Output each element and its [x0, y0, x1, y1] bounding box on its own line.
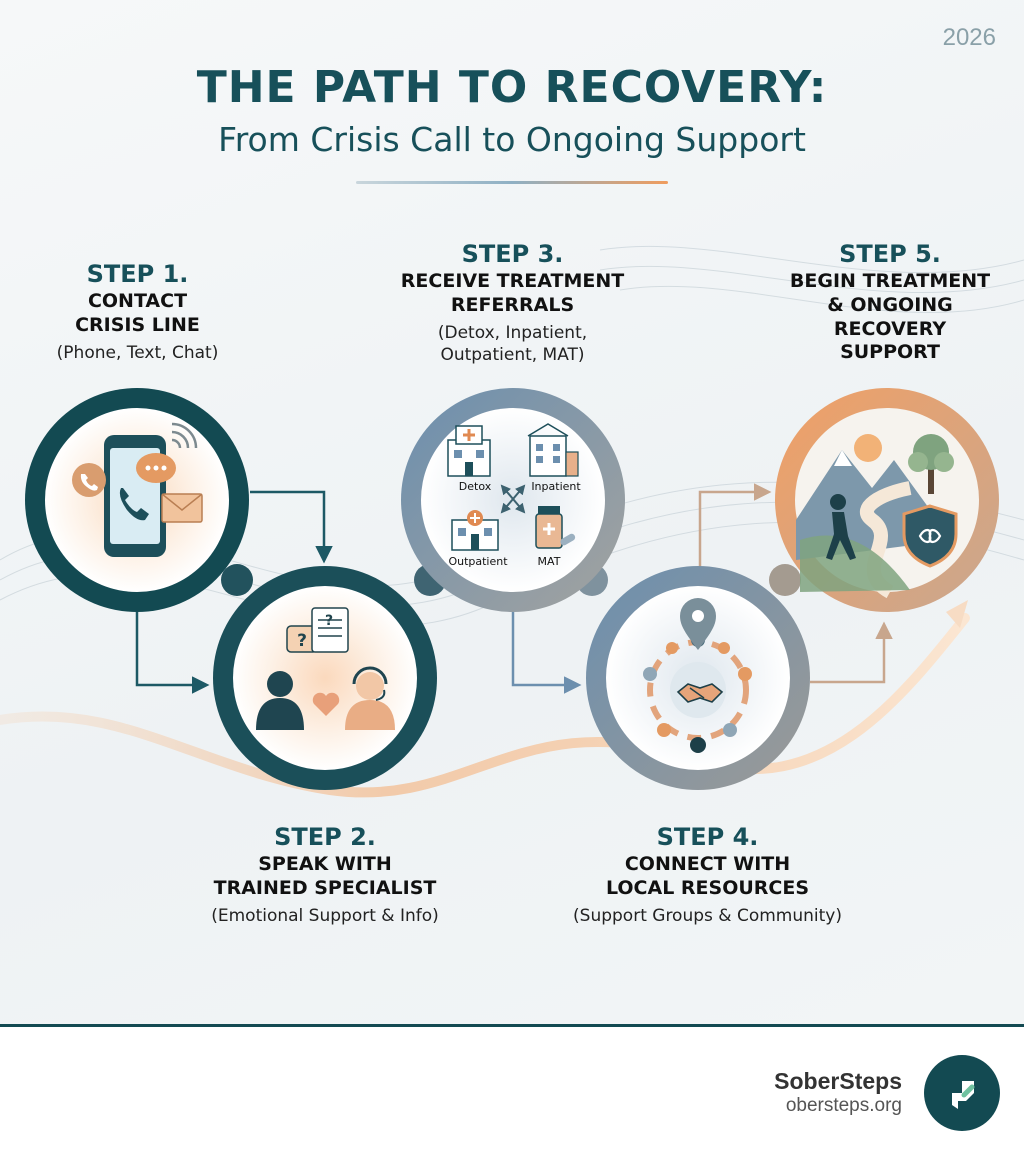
arrow-step1-to-step2-top	[250, 490, 333, 564]
inpatient-label: Inpatient	[531, 480, 581, 493]
person-icon	[256, 671, 304, 730]
step3-description: (Detox, Inpatient, Outpatient, MAT)	[437, 322, 588, 365]
building-icon	[527, 423, 579, 477]
footer	[0, 1027, 1024, 1154]
brand-url: obersteps.org	[785, 1095, 902, 1116]
step3-circle: Detox Inpatient Outpatient MAT	[401, 388, 625, 612]
step3-name: RECEIVE TREATMENT REFERRALS	[400, 270, 625, 316]
step5-number: STEP 5.	[839, 240, 941, 268]
recovery-flow-diagram: ? ?	[0, 245, 1024, 798]
step1-name: CONTACT CRISIS LINE	[75, 290, 200, 336]
document-icon: ?	[311, 607, 349, 653]
step4-text: STEP 4. CONNECT WITH LOCAL RESOURCES (Su…	[555, 823, 860, 927]
medicine-bottle-icon	[535, 506, 576, 549]
step5-circle	[775, 388, 999, 612]
svg-text:?: ?	[297, 631, 307, 651]
step3-number: STEP 3.	[461, 240, 564, 268]
phone-bubble-icon	[72, 463, 106, 497]
detox-label: Detox	[459, 480, 492, 493]
step1-number: STEP 1.	[86, 260, 189, 288]
step1-description: (Phone, Text, Chat)	[56, 342, 219, 363]
step2-name: SPEAK WITH TRAINED SPECIALIST	[213, 853, 437, 899]
step1-circle	[25, 388, 249, 612]
brand-block: SoberSteps obersteps.org	[774, 1068, 902, 1117]
arrow-step1-to-step2-bottom	[135, 612, 210, 694]
cross-arrows-icon	[500, 484, 526, 514]
chat-bubble-icon	[136, 453, 176, 483]
brand-name: SoberSteps	[774, 1068, 902, 1094]
location-pin-icon	[680, 598, 716, 650]
page-title: THE PATH TO RECOVERY:	[196, 62, 828, 113]
footer-divider	[0, 1024, 1024, 1027]
handshake-icon	[670, 662, 726, 718]
recovery-path-swoosh	[0, 613, 970, 798]
arrow-step3-to-step4	[511, 612, 582, 694]
recovery-arrowhead	[946, 600, 968, 628]
step2-description: (Emotional Support & Info)	[211, 905, 439, 926]
arrow-step4-to-step5-top	[698, 483, 772, 570]
svg-text:?: ?	[325, 613, 333, 629]
step4-name: CONNECT WITH LOCAL RESOURCES	[605, 853, 810, 899]
shield-infinity-icon	[902, 504, 958, 568]
brand-logo	[924, 1055, 1000, 1131]
tree-icon	[908, 434, 954, 494]
signal-icon	[171, 422, 198, 449]
page-subtitle: From Crisis Call to Ongoing Support	[218, 120, 806, 159]
step1-text: STEP 1. CONTACT CRISIS LINE (Phone, Text…	[0, 260, 275, 364]
title-divider	[356, 181, 668, 184]
envelope-icon	[161, 493, 203, 523]
step2-circle: ? ?	[213, 566, 437, 790]
steps-logo-icon	[952, 1081, 975, 1109]
arrow-step4-to-step5-bottom	[810, 621, 893, 684]
walking-person-icon	[826, 494, 856, 560]
year-label: 2026	[942, 24, 996, 51]
step4-number: STEP 4.	[656, 823, 759, 851]
step2-text: STEP 2. SPEAK WITH TRAINED SPECIALIST (E…	[190, 823, 460, 927]
heart-icon	[312, 692, 340, 716]
step4-description: (Support Groups & Community)	[573, 905, 842, 926]
step4-circle	[586, 566, 810, 790]
mat-label: MAT	[538, 555, 561, 568]
step3-text: STEP 3. RECEIVE TREATMENT REFERRALS (Det…	[370, 240, 655, 366]
step5-name: BEGIN TREATMENT & ONGOING RECOVERY SUPPO…	[789, 270, 991, 364]
circle-connectors	[221, 564, 801, 596]
clinic-icon	[451, 510, 499, 551]
step5-text: STEP 5. BEGIN TREATMENT & ONGOING RECOVE…	[760, 240, 1020, 365]
hospital-icon	[447, 425, 491, 477]
step2-number: STEP 2.	[274, 823, 376, 851]
headset-agent-icon	[345, 666, 395, 730]
outpatient-label: Outpatient	[448, 555, 508, 568]
sun-icon	[854, 434, 882, 462]
